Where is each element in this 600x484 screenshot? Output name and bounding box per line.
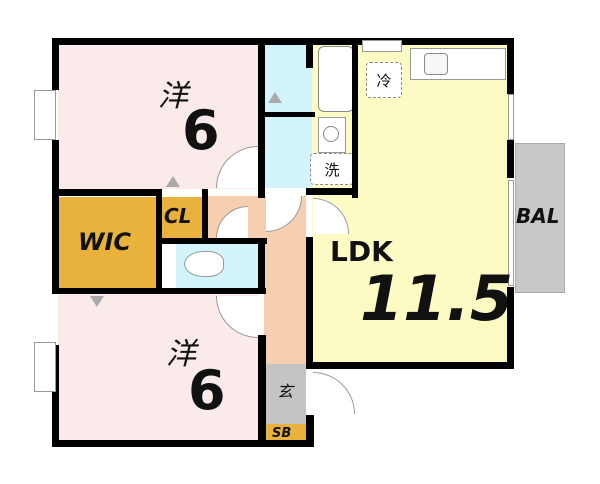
window [508,94,514,140]
window [508,180,514,286]
wall [202,189,208,241]
closet-indicator-icon [166,176,180,187]
closet-indicator-icon [90,296,104,307]
ldk-size: 11.5 [360,262,513,335]
vent [362,40,402,52]
basin-bowl [323,126,339,142]
wall [258,38,265,198]
wall [52,189,162,196]
wall [352,38,358,198]
wall [507,140,514,178]
balcony-area [515,143,565,293]
western-room-1-size: 6 [182,99,220,162]
wall [52,288,266,294]
wall [507,287,514,369]
wall [52,140,59,290]
refrigerator-label: 冷 [376,71,392,90]
washer-label: 洗 [324,160,340,179]
wic-label: WIC [78,228,132,256]
entrance-area [266,364,306,424]
washroom [265,118,315,188]
balcony-label: BAL [516,204,560,228]
hallway-lower [264,240,306,366]
western-room-2-size: 6 [188,359,226,422]
bathtub [318,46,354,112]
wall [52,38,514,45]
wall [306,362,514,369]
western-room-1-type: 洋 [158,79,188,114]
kitchen-sink [424,53,448,75]
wall [52,38,59,90]
wall [258,238,265,294]
closet-label: CL [164,204,192,228]
wall [265,112,315,117]
wall [306,188,358,195]
window [34,90,56,140]
closet-room [162,197,208,239]
wall [258,335,266,447]
wall [306,237,313,369]
toilet-fixture [184,251,224,277]
western-room-2-type: 洋 [166,337,196,372]
wic-room [58,197,156,288]
closet-indicator-icon [268,92,282,103]
wall [306,415,314,447]
wall [52,345,59,447]
wall [156,189,162,289]
shoe-box-label: SB [272,426,292,441]
entrance-label: 玄 [277,382,294,401]
wall [507,38,514,94]
wall [52,440,314,447]
washing-machine: 洗 [310,153,354,185]
shoe-box [266,424,306,444]
window [34,342,56,392]
entrance-door [313,372,355,414]
refrigerator: 冷 [366,62,402,98]
wall [306,38,313,68]
wall [162,238,267,244]
ldk-label: LDK [330,235,393,268]
